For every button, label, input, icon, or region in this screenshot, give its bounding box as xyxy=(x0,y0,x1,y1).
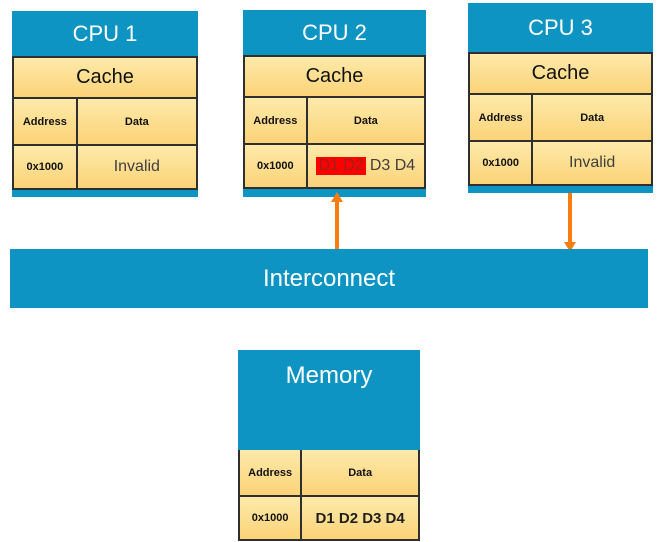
table-header-row: Address Data xyxy=(245,98,424,143)
cpu3-cache-label: Cache xyxy=(468,52,653,95)
cpu1-title: CPU 1 xyxy=(72,20,138,46)
arrow-shaft xyxy=(568,193,572,242)
memory-address-value: 0x1000 xyxy=(240,497,303,539)
data-column-header: Data xyxy=(307,98,424,143)
cpu3-data-value: Invalid xyxy=(533,142,651,184)
data-column-header: Data xyxy=(302,450,418,495)
cpu2-block: CPU 2 Cache Address Data 0x1000 D1 D2 D3… xyxy=(243,10,426,197)
memory-table: Address Data 0x1000 D1 D2 D3 D4 xyxy=(238,450,420,541)
cpu2-title: CPU 2 xyxy=(302,19,367,45)
arrow-shaft xyxy=(335,202,339,249)
interconnect-bus: Interconnect xyxy=(10,249,648,308)
cpu1-address-value: 0x1000 xyxy=(14,146,78,188)
cpu3-block: CPU 3 Cache Address Data 0x1000 Invalid xyxy=(468,3,653,193)
cpu3-address-value: 0x1000 xyxy=(470,142,534,184)
cpu2-cache-label: Cache xyxy=(243,55,426,98)
cpu1-cache-label: Cache xyxy=(12,56,198,99)
modified-data-highlight: D1 D2 xyxy=(316,157,366,175)
data-column-header: Data xyxy=(533,95,651,140)
cpu1-block: CPU 1 Cache Address Data 0x1000 Invalid xyxy=(12,11,198,197)
address-column-header: Address xyxy=(240,450,303,495)
cpu2-cache-table: Address Data 0x1000 D1 D2 D3 D4 xyxy=(243,98,426,189)
arrowhead-down-icon xyxy=(564,242,576,252)
cpu1-data-value: Invalid xyxy=(77,146,196,188)
data-column-header: Data xyxy=(77,99,196,144)
memory-data-value: D1 D2 D3 D4 xyxy=(302,497,418,539)
memory-title: Memory xyxy=(285,362,373,389)
cpu3-title: CPU 3 xyxy=(528,14,593,40)
address-column-header: Address xyxy=(245,98,308,143)
arrow-up-interconnect-to-cpu2 xyxy=(331,192,343,249)
table-header-row: Address Data xyxy=(470,95,651,140)
table-row: 0x1000 Invalid xyxy=(470,140,651,184)
unmodified-data: D3 D4 xyxy=(369,157,416,174)
cpu2-address-value: 0x1000 xyxy=(245,145,308,187)
cpu3-cache-table: Address Data 0x1000 Invalid xyxy=(468,95,653,186)
cpu1-cache-table: Address Data 0x1000 Invalid xyxy=(12,99,198,190)
table-header-row: Address Data xyxy=(14,99,196,144)
table-row: 0x1000 D1 D2 D3 D4 xyxy=(240,495,418,539)
table-row: 0x1000 Invalid xyxy=(14,144,196,188)
arrow-down-cpu3-to-interconnect xyxy=(564,193,576,252)
table-row: 0x1000 D1 D2 D3 D4 xyxy=(245,143,424,187)
memory-block: Memory Address Data 0x1000 D1 D2 D3 D4 xyxy=(238,350,420,541)
cpu2-data-value: D1 D2 D3 D4 xyxy=(307,145,424,187)
arrowhead-up-icon xyxy=(331,192,343,202)
address-column-header: Address xyxy=(14,99,78,144)
address-column-header: Address xyxy=(470,95,534,140)
table-header-row: Address Data xyxy=(240,450,418,495)
